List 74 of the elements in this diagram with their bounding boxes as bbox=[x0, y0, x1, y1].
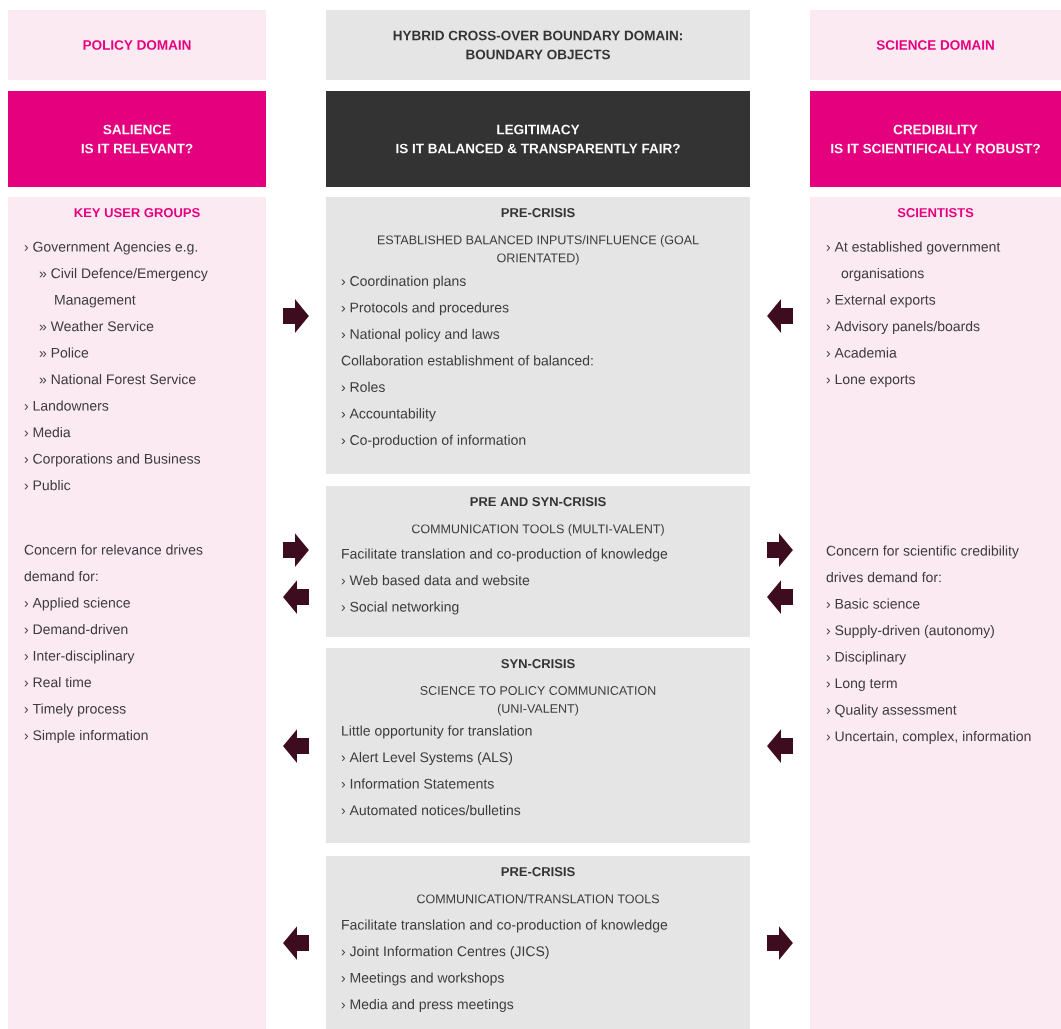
paragraph: Concern for scientific credibility drives demand for: bbox=[826, 545, 1019, 583]
heading: KEY USER GROUPS bbox=[74, 208, 200, 218]
list-item: › Inter-disciplinary bbox=[24, 650, 135, 664]
list-item: › Joint Information Centres (JICS) bbox=[341, 945, 549, 959]
list-item: › Coordination plans bbox=[341, 275, 466, 289]
list-item: » Civil Defence/Emergency Management bbox=[39, 267, 208, 308]
panel bbox=[326, 648, 750, 843]
panel bbox=[326, 856, 750, 1029]
panel bbox=[326, 197, 750, 474]
list-item: › Lone exports bbox=[826, 374, 915, 387]
panel bbox=[326, 486, 750, 637]
list-item: › Demand-driven bbox=[24, 623, 128, 635]
heading: CREDIBILITY bbox=[893, 124, 978, 135]
list-item: › Media and press meetings bbox=[341, 998, 514, 1012]
heading: PRE AND SYN-CRISIS bbox=[470, 497, 606, 507]
header-band bbox=[8, 91, 266, 187]
list-item: › Co-production of information bbox=[341, 434, 526, 448]
heading: IS IT SCIENTIFICALLY ROBUST? bbox=[831, 143, 1040, 154]
heading: SALIENCE bbox=[103, 124, 171, 135]
list-item: › Simple information bbox=[24, 729, 148, 743]
list-item: › National policy and laws bbox=[341, 328, 500, 342]
list-item: › Long term bbox=[826, 678, 897, 691]
list-item: › Meetings and workshops bbox=[341, 972, 504, 986]
header-band bbox=[326, 91, 750, 187]
list-item: › Protocols and procedures bbox=[341, 302, 509, 316]
list-item: » National Forest Service bbox=[39, 373, 196, 385]
list-item: › Real time bbox=[24, 676, 92, 688]
header-band bbox=[326, 10, 750, 80]
paragraph: Little opportunity for translation bbox=[342, 725, 532, 739]
heading: PRE-CRISIS bbox=[501, 208, 575, 218]
list-item: › Social networking bbox=[341, 601, 459, 615]
list-item: › Public bbox=[24, 479, 71, 491]
heading: HYBRID CROSS-OVER BOUNDARY DOMAIN: bbox=[393, 30, 682, 41]
list-item: › Web based data and website bbox=[341, 574, 530, 586]
subheading: COMMUNICATION TOOLS (MULTI-VALENT) bbox=[412, 524, 664, 536]
heading: POLICY DOMAIN bbox=[83, 40, 191, 50]
list-item: › Media bbox=[24, 426, 71, 438]
list-item: › Corporations and Business bbox=[24, 453, 201, 467]
list-item: › Roles bbox=[341, 381, 385, 392]
list-item: › At established government organisations bbox=[826, 241, 1001, 281]
header-band bbox=[810, 91, 1061, 187]
list-item: › External exports bbox=[826, 294, 936, 308]
heading: SCIENTISTS bbox=[897, 208, 974, 218]
list-item: › Uncertain, complex, information bbox=[826, 730, 1031, 744]
heading: BOUNDARY OBJECTS bbox=[466, 49, 610, 60]
list-item: › Advisory panels/boards bbox=[826, 320, 980, 334]
heading: LEGITIMACY bbox=[497, 124, 580, 135]
list-item: » Weather Service bbox=[39, 320, 154, 332]
list-item: › Government Agencies e.g. bbox=[24, 241, 197, 255]
heading: IS IT RELEVANT? bbox=[81, 143, 193, 154]
list-item: › Quality assessment bbox=[826, 704, 957, 718]
list-item: › Supply-driven (autonomy) bbox=[826, 624, 994, 638]
list-item: › Landowners bbox=[24, 400, 109, 411]
paragraph: Facilitate translation and co-production of knowledge bbox=[342, 548, 668, 562]
list-item: › Alert Level Systems (ALS) bbox=[341, 751, 513, 765]
subheading: COMMUNICATION/TRANSLATION TOOLS bbox=[417, 894, 659, 904]
heading: SCIENCE DOMAIN bbox=[876, 40, 994, 50]
paragraph: Concern for relevance drives demand for: bbox=[24, 544, 203, 582]
heading: PRE-CRISIS bbox=[501, 867, 575, 877]
paragraph: Collaboration establishment of balanced: bbox=[341, 355, 593, 366]
list-item: › Applied science bbox=[24, 597, 130, 611]
list-item: › Automated notices/bulletins bbox=[341, 804, 521, 816]
subheading: SCIENCE TO POLICY COMMUNICATION (UNI-VALENT) bbox=[420, 686, 656, 716]
list-item: › Information Statements bbox=[341, 778, 494, 789]
subheading: ESTABLISHED BALANCED INPUTS/INFLUENCE (GOAL ORIENTATED) bbox=[378, 235, 699, 265]
list-item: › Academia bbox=[826, 347, 897, 358]
heading: IS IT BALANCED & TRANSPARENTLY FAIR? bbox=[396, 143, 680, 154]
heading: SYN-CRISIS bbox=[501, 659, 575, 669]
list-item: › Accountability bbox=[341, 408, 436, 422]
list-item: » Police bbox=[39, 347, 89, 358]
list-item: › Basic science bbox=[826, 598, 920, 609]
list-item: › Timely process bbox=[24, 703, 126, 717]
paragraph: Facilitate translation and co-production of knowledge bbox=[342, 919, 668, 933]
list-item: › Disciplinary bbox=[826, 651, 907, 665]
